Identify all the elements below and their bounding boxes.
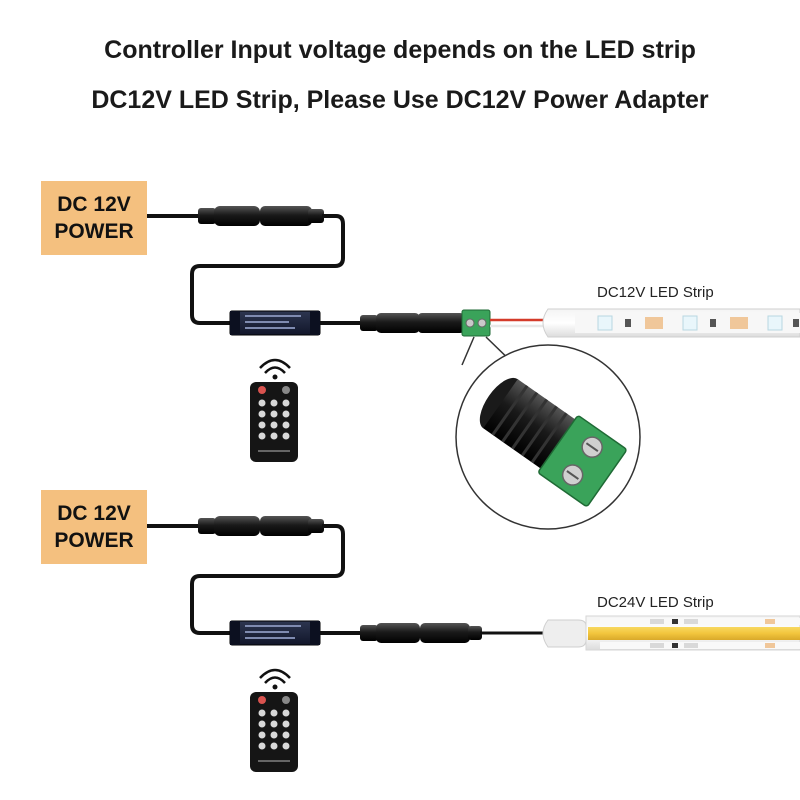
power-box-label: POWER <box>54 220 134 243</box>
controller-print <box>245 625 301 639</box>
wifi-signal-icon <box>259 668 291 690</box>
cob-pads <box>650 619 775 648</box>
strip-label-12v: DC12V LED Strip <box>597 284 714 301</box>
dc-female-adapter-icon <box>418 309 491 337</box>
rf-controller <box>229 620 321 646</box>
remote-control-icon <box>250 668 298 772</box>
dc-plug-connector <box>198 206 324 226</box>
power-box-voltage: DC 12V <box>57 193 131 216</box>
strip-label-24v: DC24V LED Strip <box>597 594 714 611</box>
cob-led-strip-24v <box>542 615 800 651</box>
power-box-bottom: DC 12V POWER <box>41 490 147 564</box>
controller-print <box>245 315 301 329</box>
power-box-label: POWER <box>54 529 134 552</box>
rf-controller <box>229 310 321 336</box>
remote-control-icon <box>250 358 298 462</box>
power-box-voltage: DC 12V <box>57 502 131 525</box>
controller-input-cable <box>190 524 345 635</box>
callout-line <box>461 336 475 366</box>
wifi-signal-icon <box>259 358 291 380</box>
headline-line-1: Controller Input voltage depends on the … <box>104 36 696 64</box>
power-box-top: DC 12V POWER <box>41 181 147 255</box>
headline-line-2: DC12V LED Strip, Please Use DC12V Power … <box>91 86 709 114</box>
adapter-zoom-circle <box>455 344 641 530</box>
setup-top <box>147 206 800 530</box>
dc-plug-connector <box>360 623 482 643</box>
dc-male-plug <box>360 313 420 333</box>
smd-led-chips <box>597 315 799 331</box>
dc-plug-connector <box>198 516 324 536</box>
setup-bottom <box>147 516 800 772</box>
led-strip-12v <box>542 308 800 338</box>
controller-input-cable <box>190 214 345 325</box>
